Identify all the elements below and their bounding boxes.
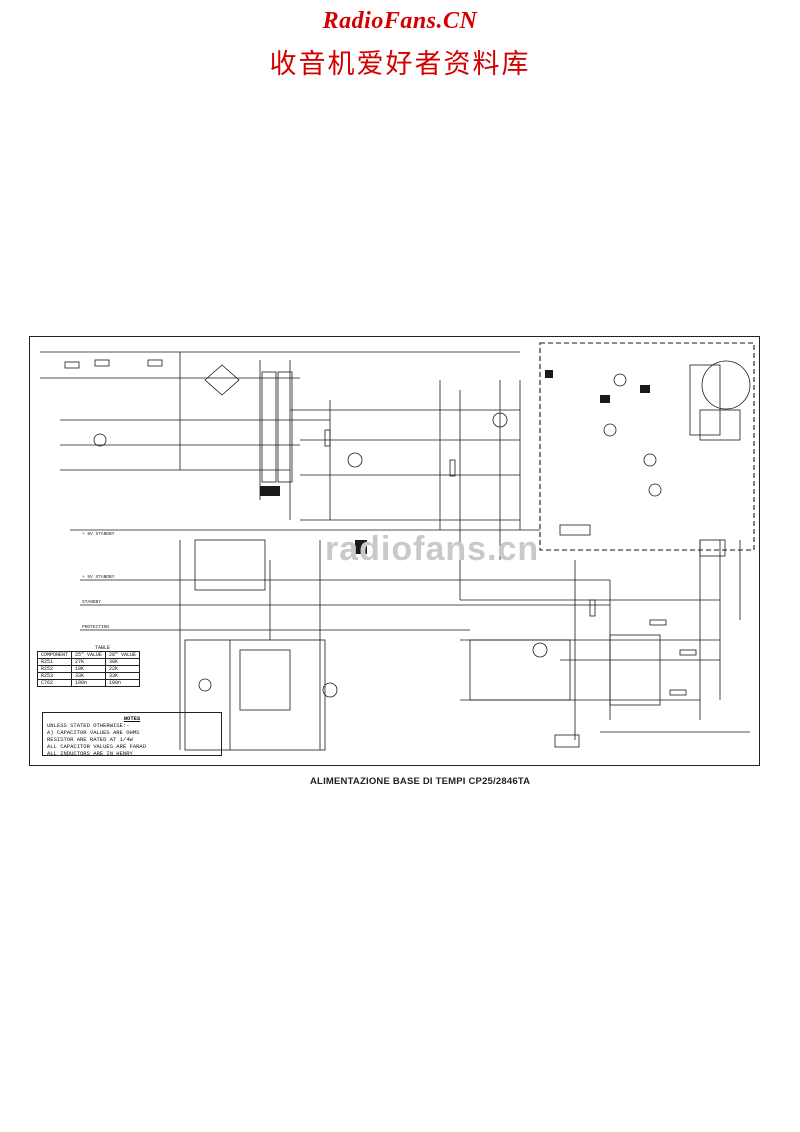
- watermark-text: radiofans.cn: [325, 530, 540, 568]
- component-table: COMPONENT 25" VALUE 28" VALUE R251 27K 3…: [36, 651, 141, 687]
- site-brand: RadioFans.CN: [322, 8, 478, 34]
- table-cell: R253: [36, 672, 73, 680]
- schematic-frame: [29, 336, 760, 766]
- notes-line: ALL INDUCTORS ARE IN HENRY: [47, 750, 133, 757]
- notes-line: ALL CAPACITOR VALUES ARE FARAD: [47, 743, 147, 750]
- table-cell: R252: [36, 665, 73, 673]
- notes-line: UNLESS STATED OTHERWISE:-: [47, 722, 130, 729]
- table-cell: 33K: [105, 672, 141, 680]
- table-row: R252 18K 22K: [36, 665, 141, 673]
- table-header-row: COMPONENT 25" VALUE 28" VALUE: [36, 651, 141, 659]
- table-row: R253 33K 33K: [36, 672, 141, 680]
- notes-line: RESISTOR ARE RATED AT 1/4W: [47, 736, 133, 743]
- table-cell: 38K: [105, 658, 141, 666]
- table-cell: 33K: [71, 672, 107, 680]
- table-header-cell: 28" VALUE: [105, 651, 141, 659]
- table-cell: C762: [36, 679, 73, 687]
- table-row: C762 100n 100n: [36, 679, 141, 687]
- notes-box: NOTES UNLESS STATED OTHERWISE:- A) CAPAC…: [42, 712, 222, 757]
- site-subtitle: 收音机爱好者资料库: [269, 49, 531, 80]
- table-header-cell: 25" VALUE: [71, 651, 107, 659]
- table-cell: 100n: [71, 679, 107, 687]
- notes-title: NOTES: [123, 715, 141, 722]
- table-cell: 18K: [71, 665, 107, 673]
- table-cell: R251: [36, 658, 73, 666]
- wire-label: + 5V STANDBY: [82, 575, 115, 580]
- table-row: R251 27K 38K: [36, 658, 141, 666]
- table-cell: 100n: [105, 679, 141, 687]
- notes-line: A) CAPACITOR VALUES ARE OHMS: [47, 729, 140, 736]
- wire-label: PROTECTION: [82, 625, 110, 630]
- table-header-cell: COMPONENT: [36, 651, 73, 659]
- wire-label: + 8V STANDBY: [82, 532, 115, 537]
- wire-label: STANDBY: [82, 600, 101, 605]
- table-cell: 27K: [71, 658, 107, 666]
- schematic-caption: ALIMENTAZIONE BASE DI TEMPI CP25/2846TA: [310, 776, 531, 787]
- table-title: TABLE: [95, 645, 111, 651]
- table-cell: 22K: [105, 665, 141, 673]
